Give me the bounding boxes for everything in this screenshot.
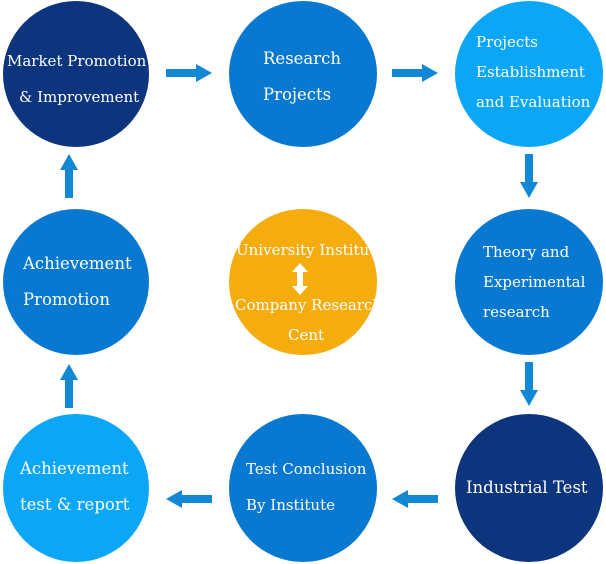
arrow-right-icon — [166, 64, 212, 82]
node-research-projects: Research Projects — [229, 1, 377, 147]
node-label: Promotion — [23, 290, 110, 309]
arrow-down-icon — [520, 154, 538, 198]
node-achievement-test: Achievement test & report — [3, 414, 149, 562]
node-market-promotion: Market Promotion & Improvement — [3, 1, 149, 147]
arrow-left-icon — [392, 490, 438, 508]
arrow-left-icon — [166, 490, 212, 508]
node-label: Experimental — [483, 273, 586, 291]
node-label: Projects — [476, 33, 538, 51]
node-projects-establishment: Projects Establishment and Evaluation — [455, 1, 603, 147]
node-industrial-test: Industrial Test — [455, 414, 603, 562]
node-label: Achievement — [23, 254, 132, 273]
node-label: and Evaluation — [476, 93, 591, 111]
arrow-down-icon — [520, 362, 538, 406]
node-label: Research — [263, 49, 342, 68]
node-test-conclusion: Test Conclusion By Institute — [229, 414, 377, 562]
node-label: Projects — [263, 85, 332, 104]
node-label: Achievement — [20, 459, 129, 478]
node-label: Test Conclusion — [246, 460, 367, 478]
center-node: University Institute Company Research Ce… — [229, 209, 384, 355]
arrow-up-icon — [60, 364, 78, 408]
node-label: research — [483, 303, 550, 321]
node-label: By Institute — [246, 496, 335, 514]
node-label: test & report — [20, 495, 130, 514]
arrow-right-icon — [392, 64, 438, 82]
double-arrow-icon — [292, 263, 308, 295]
node-label: Establishment — [476, 63, 585, 81]
arrow-up-icon — [60, 154, 78, 198]
node-label: Industrial Test — [466, 478, 588, 497]
center-label-top: University Institute — [236, 241, 385, 259]
node-theory-research: Theory and Experimental research — [455, 209, 603, 355]
center-label-bottom: Company Research — [235, 296, 383, 314]
node-label: Market Promotion — [7, 52, 147, 70]
node-label: Theory and — [483, 243, 570, 261]
node-achievement-promotion: Achievement Promotion — [3, 209, 149, 355]
center-label-bottom: Cent — [288, 326, 325, 344]
node-label: & Improvement — [19, 88, 140, 106]
